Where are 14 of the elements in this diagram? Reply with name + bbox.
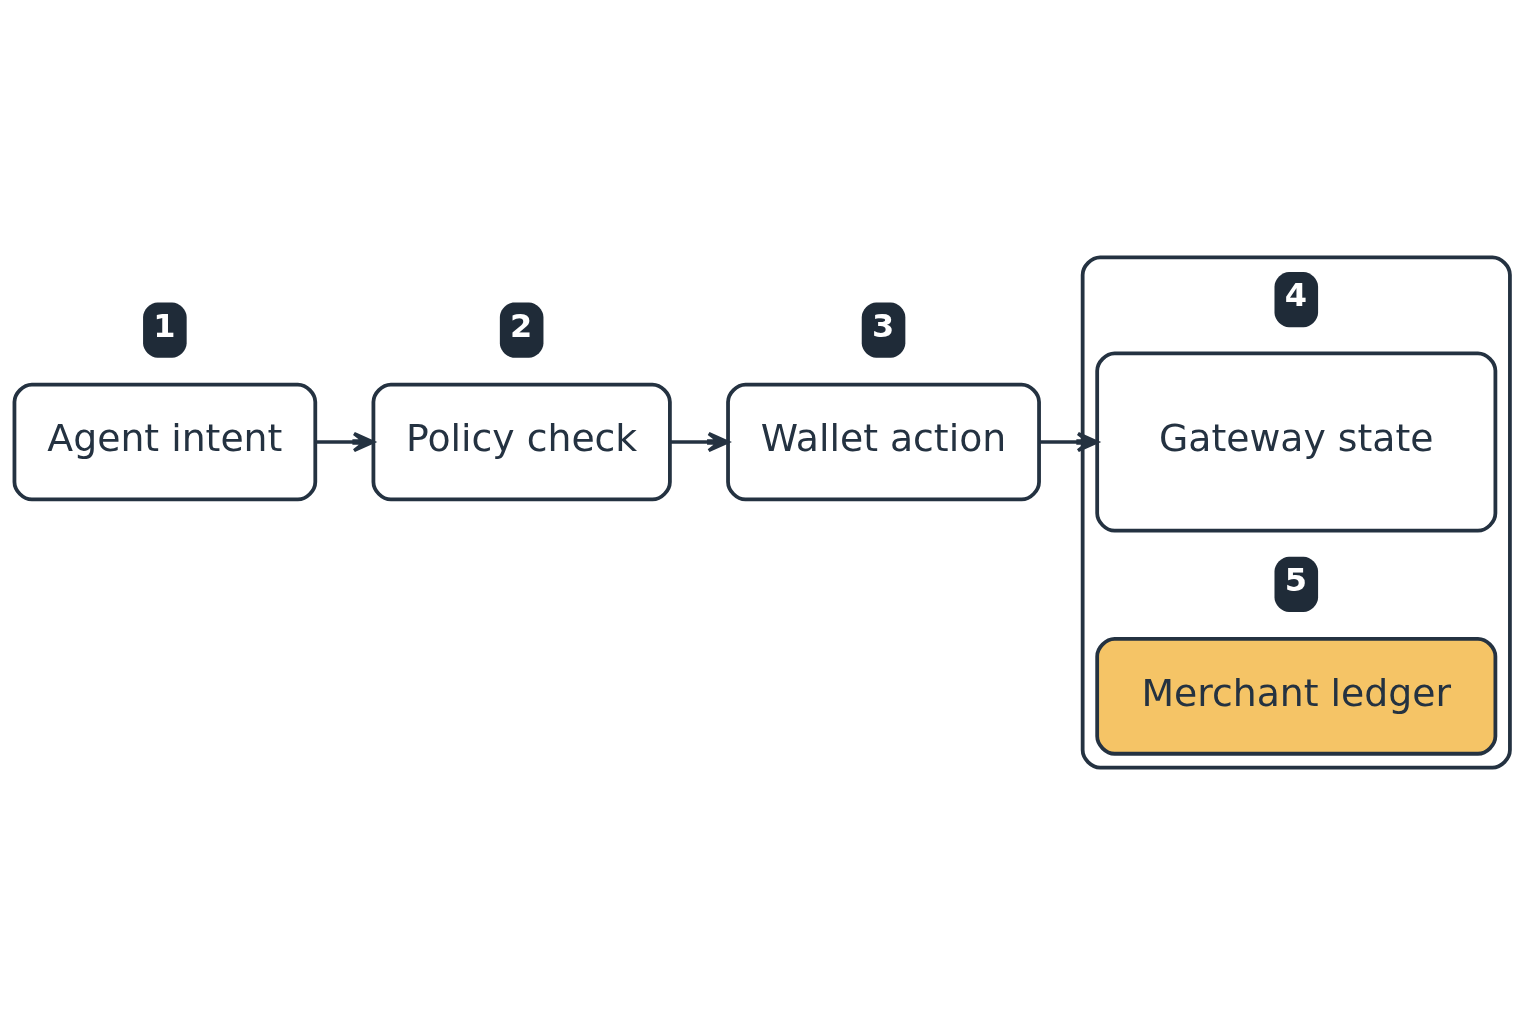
node-box: Gateway state (1095, 350, 1498, 533)
node-box: Agent intent (12, 382, 318, 501)
node-box: Wallet action (726, 382, 1041, 501)
cluster (1080, 255, 1512, 769)
label: 5 (1284, 560, 1307, 599)
arrow (1039, 431, 1099, 452)
label: 1 (153, 306, 176, 345)
node-box: Merchant ledger (1095, 636, 1498, 756)
label: 2 (510, 306, 533, 345)
node-box: Policy check (371, 382, 672, 501)
label: 4 (1284, 275, 1307, 314)
arrow (315, 431, 375, 452)
label: 3 (871, 306, 895, 345)
arrow (670, 431, 730, 452)
